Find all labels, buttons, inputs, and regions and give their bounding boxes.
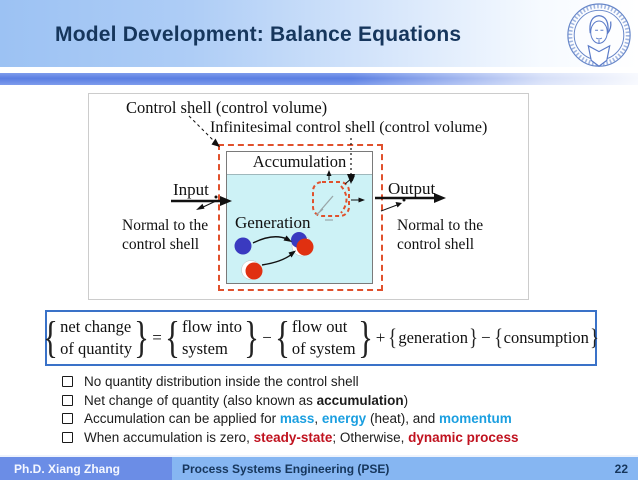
normal-left-label: Normal to the control shell bbox=[122, 217, 209, 253]
control-shell-dashed-boundary bbox=[218, 144, 383, 291]
course-name: Process Systems Engineering (PSE) bbox=[182, 461, 390, 476]
equation-term: {generation} bbox=[388, 325, 478, 350]
open-brace: { bbox=[165, 313, 180, 362]
equation-line: of quantity bbox=[60, 339, 133, 358]
close-brace: } bbox=[244, 313, 259, 362]
footer-bar: Ph.D. Xiang Zhang Process Systems Engine… bbox=[0, 455, 638, 480]
equation-operator: + bbox=[375, 328, 386, 347]
equation-operator: = bbox=[152, 328, 162, 347]
header-band bbox=[0, 0, 638, 67]
footer-author-section: Ph.D. Xiang Zhang bbox=[0, 457, 172, 480]
bullet-segment: steady-state bbox=[253, 429, 333, 445]
bullet-item: Net change of quantity (also known as ac… bbox=[62, 393, 622, 408]
bullet-text: Net change of quantity (also known as ac… bbox=[84, 393, 408, 408]
bullet-segment: ; Otherwise, bbox=[332, 429, 409, 445]
bullet-segment: energy bbox=[321, 411, 367, 426]
equation-line: consumption bbox=[503, 328, 589, 347]
normal-right-arrow bbox=[380, 198, 406, 212]
page-number: 22 bbox=[614, 461, 628, 476]
close-brace: } bbox=[357, 313, 373, 362]
bullet-segment: No quantity distribution inside the cont… bbox=[84, 374, 359, 389]
output-label: Output bbox=[388, 179, 436, 198]
equation-line: flow out bbox=[291, 316, 348, 336]
bullet-text: No quantity distribution inside the cont… bbox=[84, 374, 359, 389]
checkbox-icon bbox=[62, 431, 73, 443]
bullet-segment: momentum bbox=[439, 411, 512, 426]
equation-stack: flow into system bbox=[180, 316, 244, 361]
equation-line: generation bbox=[398, 328, 468, 347]
equation-operator: − bbox=[262, 328, 272, 347]
system-box: Accumulation bbox=[226, 151, 373, 284]
bullet-item: When accumulation is zero, steady-state;… bbox=[62, 430, 622, 445]
footer-course-section: Process Systems Engineering (PSE) 22 bbox=[172, 457, 638, 480]
equation-line: net change bbox=[60, 316, 132, 336]
open-brace: { bbox=[388, 325, 398, 350]
bullet-segment: dynamic process bbox=[408, 429, 519, 445]
equation-term: {flow out of system} bbox=[275, 316, 373, 361]
header-divider-bar bbox=[0, 73, 638, 85]
control-shell-label: Control shell (control volume) bbox=[126, 98, 328, 117]
equation-line: of system bbox=[291, 339, 356, 358]
close-brace: } bbox=[134, 313, 150, 362]
equation-line: flow into bbox=[181, 316, 243, 336]
bullet-text: Accumulation can be applied for mass, en… bbox=[84, 411, 512, 426]
accumulation-label: Accumulation bbox=[252, 152, 347, 171]
input-label: Input bbox=[173, 180, 209, 199]
bullet-list: No quantity distribution inside the cont… bbox=[62, 374, 622, 448]
bullet-segment: , bbox=[314, 411, 322, 426]
equation-stack: net change of quantity bbox=[58, 316, 134, 361]
equation-term: {flow into system} bbox=[165, 316, 259, 361]
open-brace: { bbox=[43, 313, 59, 362]
close-brace: } bbox=[469, 325, 478, 350]
normal-right-label: Normal to the control shell bbox=[397, 217, 484, 253]
checkbox-icon bbox=[62, 376, 73, 387]
generation-label: Generation bbox=[235, 213, 311, 232]
open-brace: { bbox=[274, 313, 290, 362]
equation-term: {consumption} bbox=[493, 325, 599, 350]
author-name: Ph.D. Xiang Zhang bbox=[14, 461, 121, 476]
bullet-segment: (heat), and bbox=[366, 411, 439, 426]
bullet-segment: ) bbox=[403, 392, 409, 408]
accumulation-strip: Accumulation bbox=[227, 152, 372, 174]
checkbox-icon bbox=[62, 413, 73, 424]
bullet-segment: Accumulation can be applied for bbox=[84, 411, 280, 426]
equation-line: system bbox=[181, 339, 228, 358]
close-brace: } bbox=[590, 325, 599, 350]
equation-operator: − bbox=[481, 328, 491, 347]
bullet-segment: mass bbox=[279, 411, 315, 426]
equation-term: {net change of quantity} bbox=[43, 316, 149, 361]
bullet-segment: When accumulation is zero, bbox=[84, 429, 254, 445]
bullet-segment: Net change of quantity (also known as bbox=[84, 392, 317, 408]
bullet-item: No quantity distribution inside the cont… bbox=[62, 374, 622, 389]
control-volume-diagram: Accumulation bbox=[88, 93, 529, 300]
bullet-segment: accumulation bbox=[316, 392, 404, 408]
page-title: Model Development: Balance Equations bbox=[55, 23, 462, 46]
infinitesimal-shell-label: Infinitesimal control shell (control vol… bbox=[210, 119, 488, 136]
checkbox-icon bbox=[62, 394, 73, 406]
bullet-item: Accumulation can be applied for mass, en… bbox=[62, 411, 622, 426]
bullet-text: When accumulation is zero, steady-state;… bbox=[84, 430, 518, 445]
open-brace: { bbox=[493, 325, 503, 350]
university-logo-icon bbox=[567, 3, 631, 67]
equation-stack: flow out of system bbox=[290, 316, 358, 361]
